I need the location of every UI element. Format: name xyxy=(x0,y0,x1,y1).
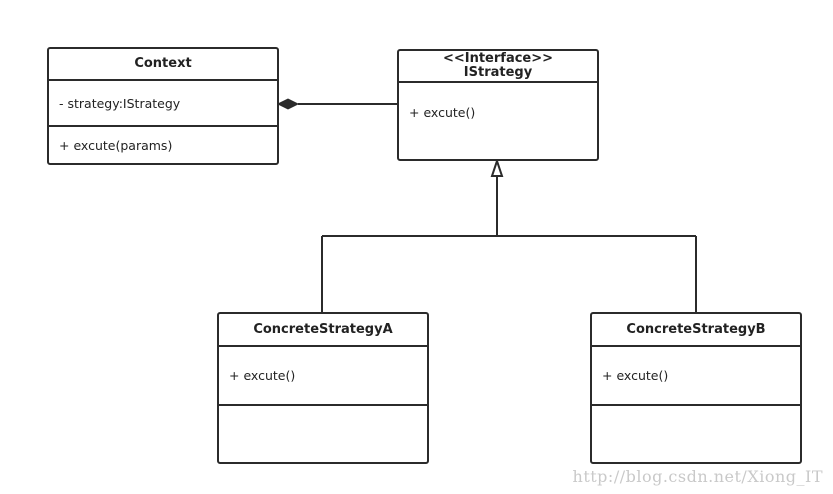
class-concrete-strategy-a-name: ConcreteStrategyA xyxy=(253,321,393,337)
class-concrete-strategy-b-operation: + excute() xyxy=(602,368,669,383)
composition-diamond-icon xyxy=(276,98,300,110)
class-context[interactable]: Context - strategy:IStrategy + excute(pa… xyxy=(47,47,279,165)
class-concrete-strategy-a[interactable]: ConcreteStrategyA + excute() xyxy=(217,312,429,464)
class-concrete-strategy-b-name: ConcreteStrategyB xyxy=(626,321,766,337)
class-istrategy-stereotype: <<Interface>> xyxy=(442,51,554,66)
class-context-operation: + excute(params) xyxy=(59,137,173,153)
class-istrategy[interactable]: <<Interface>> IStrategy + excute() xyxy=(397,49,599,161)
inheritance-arrowhead-icon xyxy=(490,157,504,177)
class-concrete-strategy-a-operations: + excute() xyxy=(219,345,427,404)
class-istrategy-operations: + excute() xyxy=(399,81,597,159)
class-concrete-strategy-a-name-compartment: ConcreteStrategyA xyxy=(219,314,427,345)
class-context-attributes: - strategy:IStrategy xyxy=(49,79,277,125)
class-concrete-strategy-b-empty-compartment xyxy=(592,404,800,462)
watermark-text: http://blog.csdn.net/Xiong_IT xyxy=(572,467,823,486)
class-istrategy-operation: + excute() xyxy=(409,105,476,120)
class-context-name: Context xyxy=(134,56,192,71)
generalization-connector xyxy=(321,157,697,313)
class-concrete-strategy-b-operations: + excute() xyxy=(592,345,800,404)
class-context-name-compartment: Context xyxy=(49,49,277,79)
class-concrete-strategy-b-name-compartment: ConcreteStrategyB xyxy=(592,314,800,345)
class-concrete-strategy-b[interactable]: ConcreteStrategyB + excute() xyxy=(590,312,802,464)
class-istrategy-name-compartment: <<Interface>> IStrategy xyxy=(399,51,597,81)
class-istrategy-name: IStrategy xyxy=(463,65,533,80)
class-concrete-strategy-a-empty-compartment xyxy=(219,404,427,462)
class-context-attribute: - strategy:IStrategy xyxy=(59,95,181,111)
class-concrete-strategy-a-operation: + excute() xyxy=(229,368,296,383)
composition-connector xyxy=(276,98,397,110)
class-context-operations: + excute(params) xyxy=(49,125,277,163)
